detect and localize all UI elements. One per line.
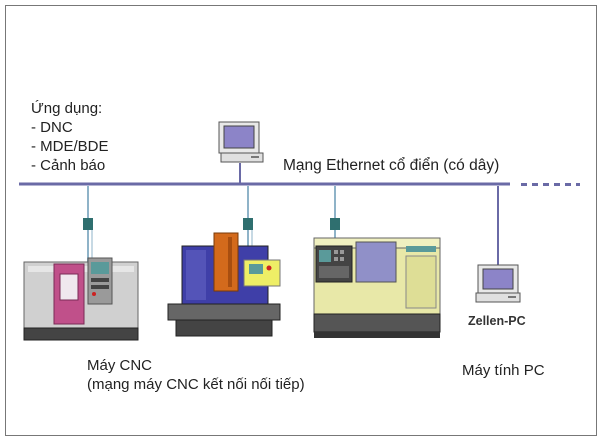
cnc-caption-title: Máy CNC	[87, 357, 153, 374]
applications-list: Ứng dụng: - DNC - MDE/BDE - Cảnh báo	[31, 99, 109, 175]
cnc-machining-center-icon	[313, 237, 441, 338]
ethernet-label: Mạng Ethernet cổ điển (có dây)	[283, 157, 500, 174]
zellen-pc-label: Zellen-PC	[468, 314, 526, 328]
bus-continuation-dots	[521, 183, 580, 186]
terminal-icon	[218, 121, 264, 184]
application-item-alarm: - Cảnh báo	[31, 157, 106, 174]
applications-heading: Ứng dụng:	[31, 100, 103, 117]
application-item-dnc: - DNC	[31, 119, 73, 136]
machine-links	[83, 186, 340, 262]
cnc-caption: Máy CNC (mạng máy CNC kết nối nối tiếp)	[87, 356, 305, 394]
cnc-lathe-icon	[23, 257, 139, 341]
pc-terminal-icon	[475, 186, 521, 303]
cnc-caption-subtitle: (mạng máy CNC kết nối nối tiếp)	[87, 376, 305, 393]
pc-caption: Máy tính PC	[462, 362, 545, 379]
cnc-mill-icon	[167, 232, 281, 337]
application-item-mde-bde: - MDE/BDE	[31, 138, 109, 155]
